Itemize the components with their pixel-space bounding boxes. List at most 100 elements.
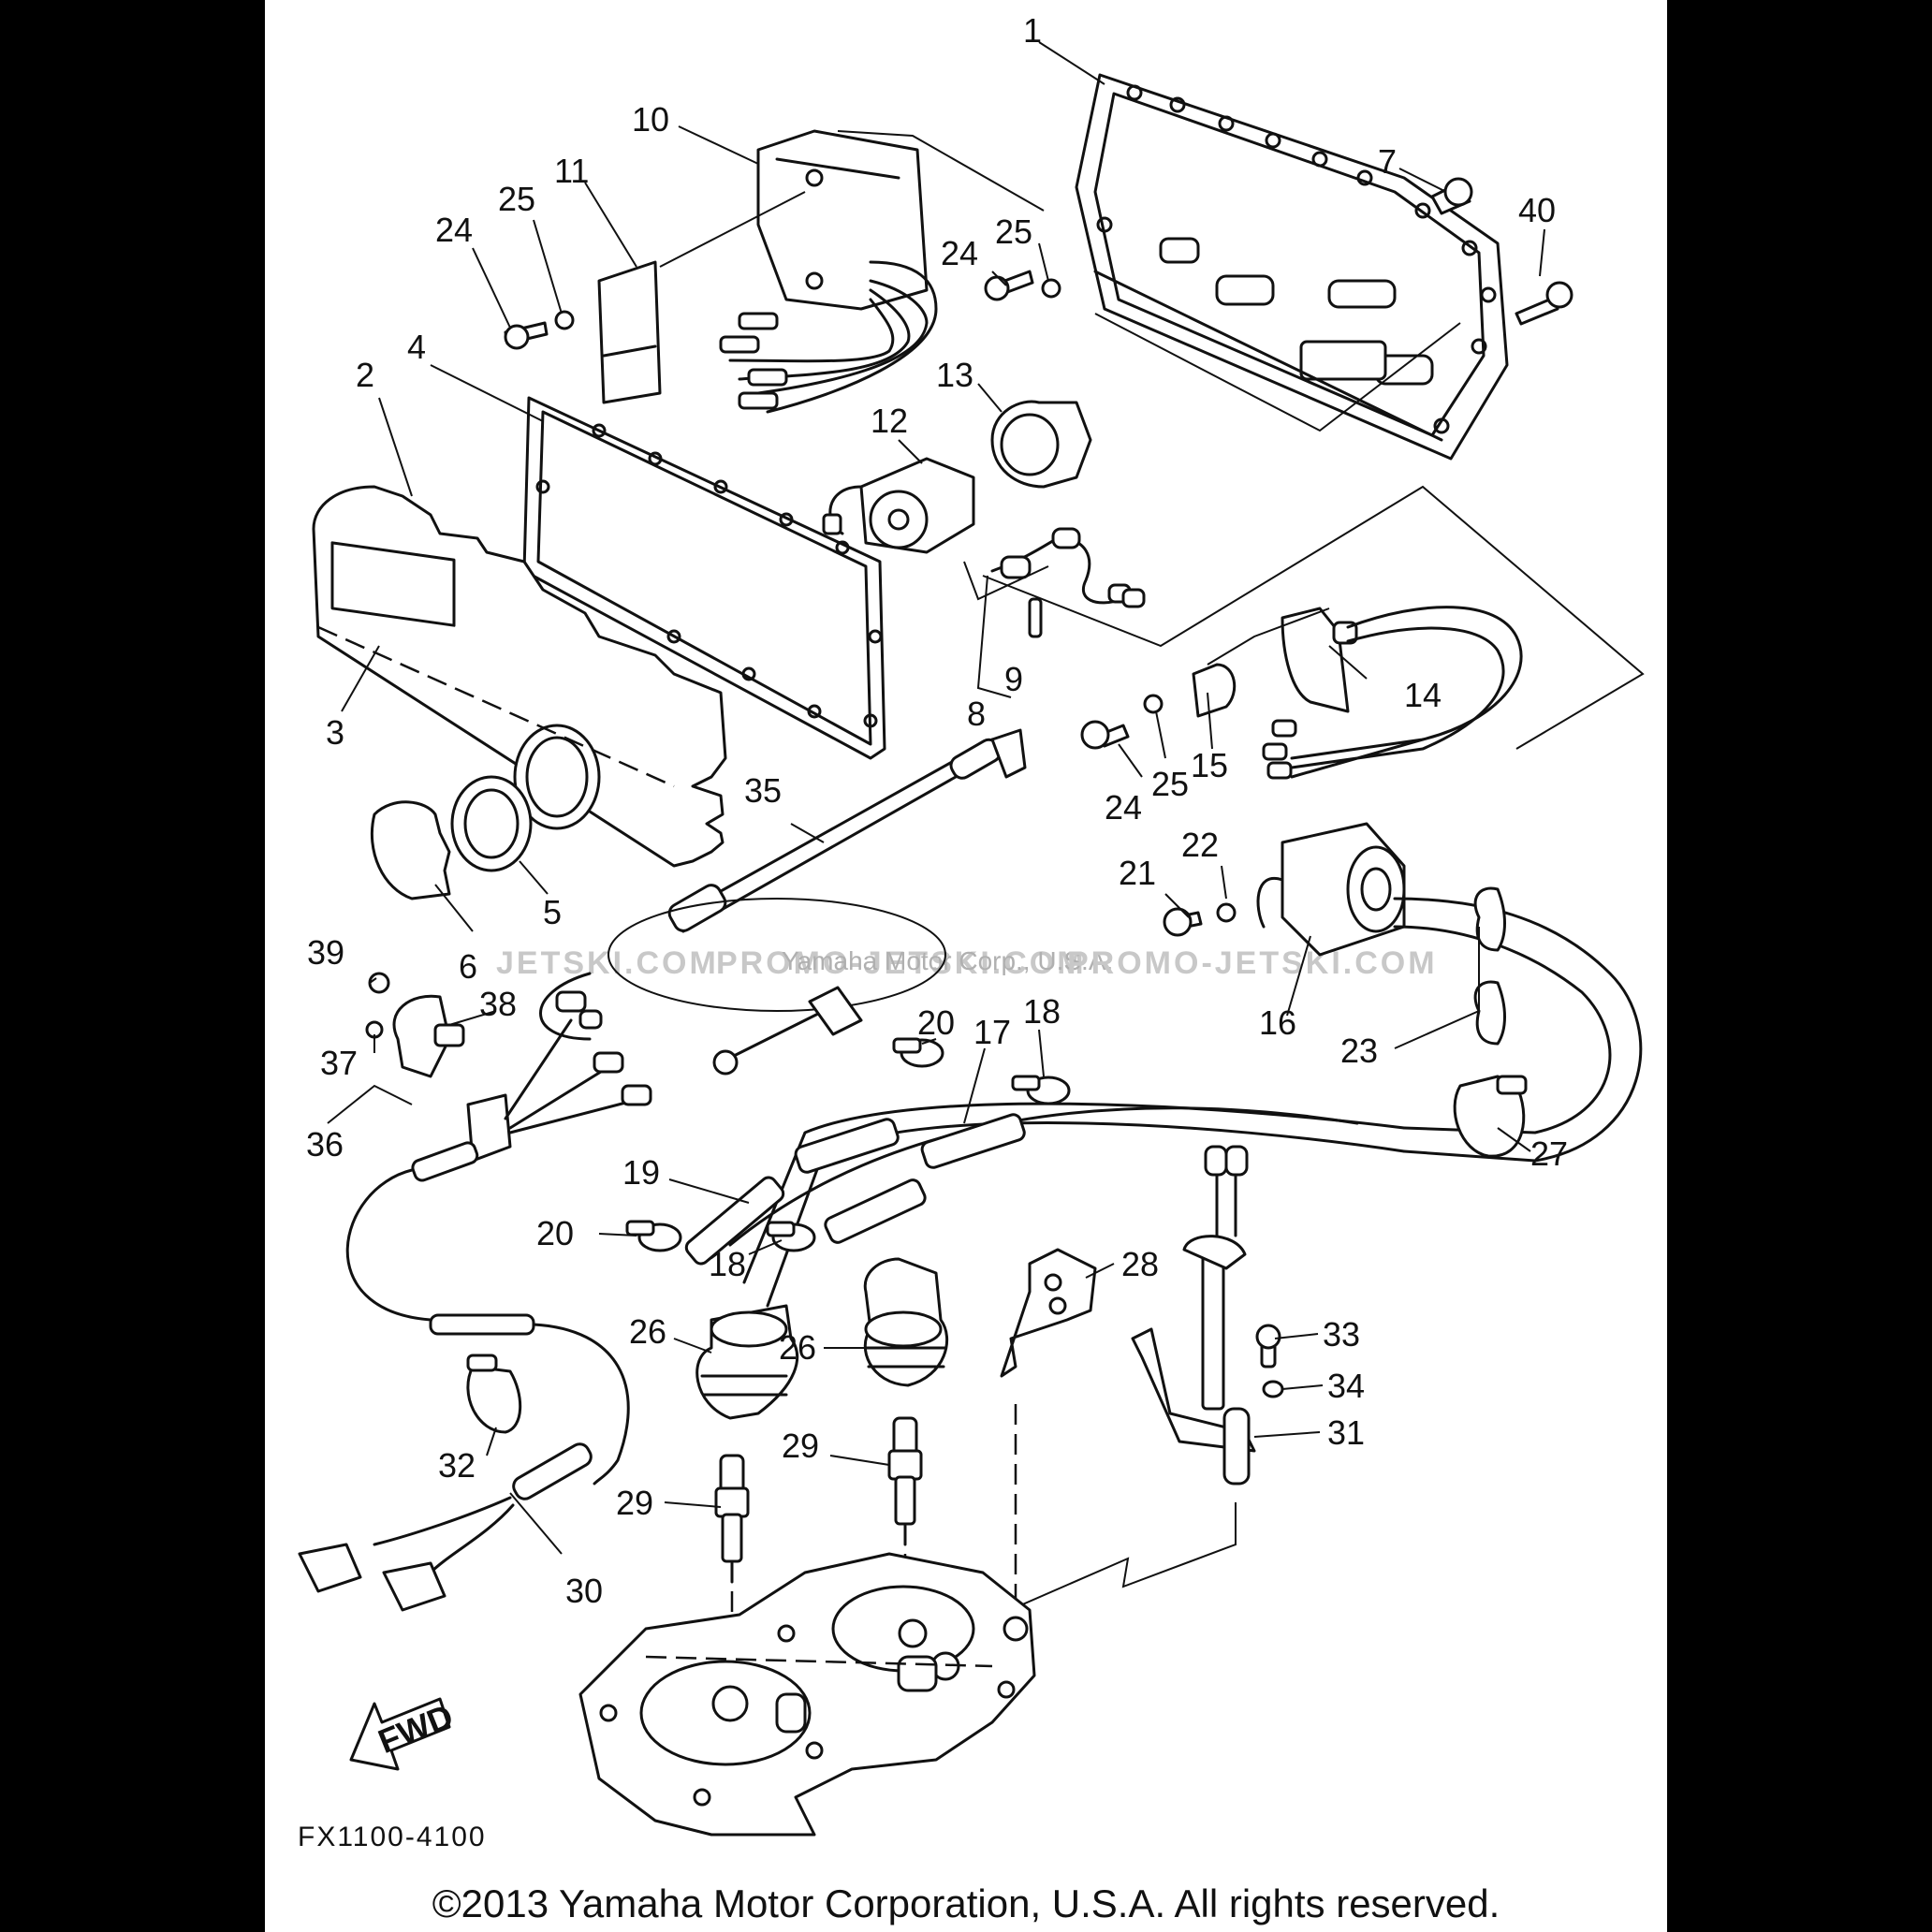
callout-40: 40 xyxy=(1518,191,1556,229)
part-26-plug-cap-right xyxy=(863,1257,949,1387)
callout-28: 28 xyxy=(1121,1245,1159,1283)
watermark-1: JETSKI.COM xyxy=(496,945,719,981)
part-6-cap xyxy=(370,800,451,900)
callout-20-a: 20 xyxy=(917,1003,955,1042)
callout-23: 23 xyxy=(1340,1032,1378,1070)
part-28-bracket xyxy=(1000,1248,1097,1378)
part-32-clamp xyxy=(466,1354,522,1434)
callout-7: 7 xyxy=(1378,142,1397,181)
part-27-band xyxy=(1453,1075,1528,1158)
callout-3: 3 xyxy=(326,713,344,752)
callout-labels: 1 10 7 40 11 25 24 24 25 2 4 13 12 3 9 8… xyxy=(306,11,1568,1610)
callout-16: 16 xyxy=(1259,1003,1296,1042)
callout-25-b: 25 xyxy=(995,212,1032,251)
part-12-regulator xyxy=(822,457,975,554)
callout-31: 31 xyxy=(1327,1413,1365,1452)
part-29-spark-plug-right xyxy=(887,1416,923,1546)
copyright-notice: ©2013 Yamaha Motor Corporation, U.S.A. A… xyxy=(432,1881,1500,1925)
callout-20-b: 20 xyxy=(536,1214,574,1252)
part-13-sensor xyxy=(990,400,1092,489)
callout-9: 9 xyxy=(1004,660,1023,698)
part-17-hose xyxy=(794,1113,1026,1174)
bolt-21 xyxy=(1163,902,1237,937)
callout-18-a: 18 xyxy=(1023,992,1061,1031)
callout-34: 34 xyxy=(1327,1367,1365,1405)
callout-1: 1 xyxy=(1023,11,1042,50)
callout-4: 4 xyxy=(407,328,426,366)
bolt-24-top-left xyxy=(504,310,575,350)
part-20-clip-a xyxy=(892,1037,944,1068)
callout-33: 33 xyxy=(1323,1315,1360,1354)
callout-24-a: 24 xyxy=(435,211,473,249)
part-14-bracket xyxy=(1262,606,1523,780)
battery-cable xyxy=(539,972,863,1076)
part-8-connector xyxy=(990,527,1146,638)
part-35-ht-lead xyxy=(667,728,1027,933)
callout-29-a: 29 xyxy=(616,1484,653,1522)
part-4-gasket xyxy=(522,396,886,760)
watermark-3: Yamaha Motor Corp., U.S.A. xyxy=(782,946,1113,975)
callout-6: 6 xyxy=(459,947,477,986)
callout-22: 22 xyxy=(1181,826,1219,864)
callout-32: 32 xyxy=(438,1446,476,1485)
wire-harness-connector xyxy=(345,990,652,1322)
callout-26-a: 26 xyxy=(629,1312,666,1351)
part-5-grommet xyxy=(450,775,533,872)
model-code: FX1100-4100 xyxy=(298,1822,487,1852)
callout-15: 15 xyxy=(1191,746,1228,784)
callout-12: 12 xyxy=(871,402,908,440)
callout-2: 2 xyxy=(356,356,374,394)
part-26-plug-cap-left xyxy=(695,1304,799,1420)
callout-30: 30 xyxy=(565,1572,603,1610)
part-11-bracket xyxy=(597,260,662,404)
fwd-label: FWD xyxy=(373,1696,458,1761)
callout-38: 38 xyxy=(479,985,517,1023)
part-16-ignition-coil xyxy=(1256,822,1643,1163)
bolt-7 xyxy=(1430,177,1473,215)
callout-29-b: 29 xyxy=(782,1427,819,1465)
callout-10: 10 xyxy=(632,100,669,139)
callout-36: 36 xyxy=(306,1125,344,1164)
watermark-2: PROMO-JETSKI.COM xyxy=(716,945,1087,981)
callout-39: 39 xyxy=(307,933,344,972)
callout-18-b: 18 xyxy=(709,1245,746,1283)
callout-13: 13 xyxy=(936,356,973,394)
part-23-grommets xyxy=(1473,886,1506,1046)
callout-5: 5 xyxy=(543,893,562,931)
watermark-4: PROMO-JETSKI.COM xyxy=(1067,945,1438,981)
part-30-harness xyxy=(298,1313,630,1612)
part-1-box-base xyxy=(1075,73,1509,461)
callout-19: 19 xyxy=(622,1153,660,1192)
callout-27: 27 xyxy=(1530,1134,1568,1173)
part-31-temp-sensor xyxy=(1131,1145,1256,1486)
part-18-clip-a xyxy=(1011,1075,1071,1105)
part-29-spark-plug-left xyxy=(714,1454,750,1584)
callout-21: 21 xyxy=(1119,854,1156,892)
part-33-screw xyxy=(1255,1324,1281,1368)
callout-26-b: 26 xyxy=(779,1328,816,1367)
callout-25-a: 25 xyxy=(498,180,535,218)
callout-8: 8 xyxy=(967,695,986,733)
callout-35: 35 xyxy=(744,771,782,810)
part-2-cover xyxy=(312,485,727,868)
part-19-hose xyxy=(684,1176,927,1266)
part-18-clip-b xyxy=(766,1221,816,1252)
callout-14: 14 xyxy=(1404,676,1442,714)
callout-17: 17 xyxy=(973,1013,1011,1051)
callout-37: 37 xyxy=(320,1044,358,1082)
callout-leaders xyxy=(327,41,1545,1555)
watermark-band: JETSKI.COM PROMO-JETSKI.COM Yamaha Motor… xyxy=(496,945,1438,981)
fwd-arrow-icon: FWD xyxy=(349,1696,459,1771)
callout-25-c: 25 xyxy=(1151,765,1189,803)
bolt-24-mid xyxy=(1080,694,1164,750)
callout-24-c: 24 xyxy=(1105,788,1142,827)
callout-24-b: 24 xyxy=(941,234,978,272)
part-38-clamp xyxy=(392,994,465,1078)
callout-11: 11 xyxy=(554,152,589,190)
part-10-cdi-unit xyxy=(719,129,938,414)
part-34-washer xyxy=(1262,1380,1284,1398)
engine-cover-casting xyxy=(578,1552,1036,1837)
part-39-screw xyxy=(368,972,390,994)
